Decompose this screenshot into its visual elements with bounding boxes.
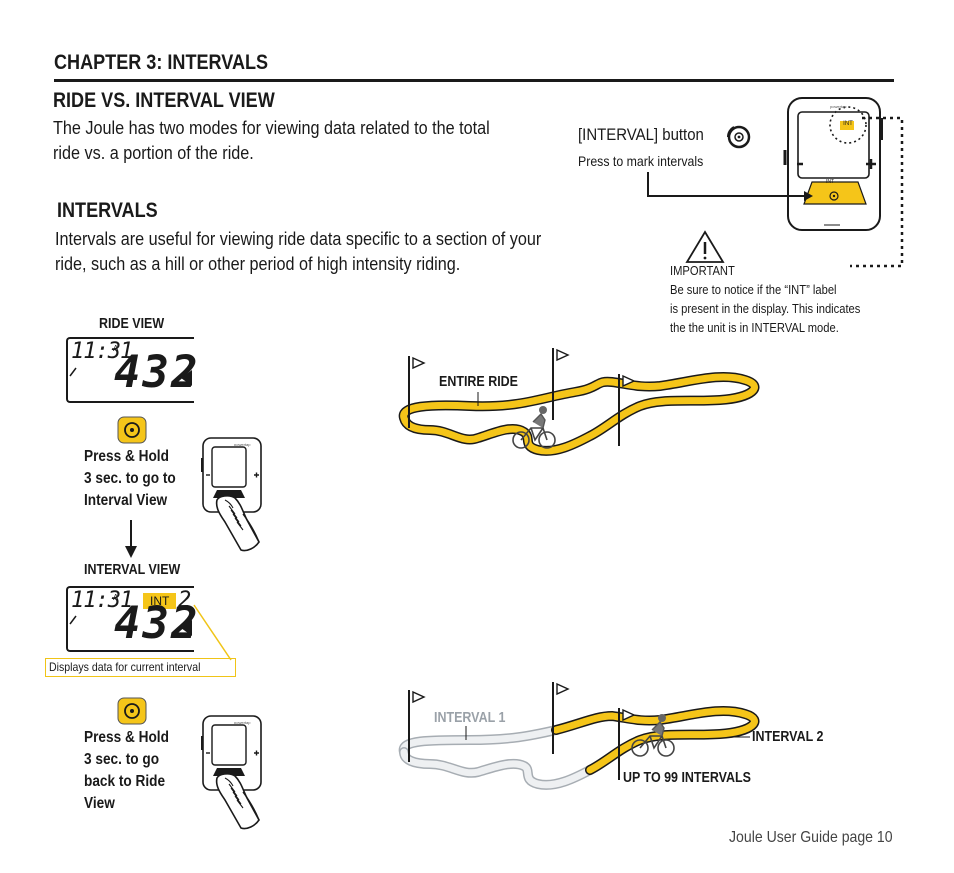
intro-paragraph: The Joule has two modes for viewing data… [53, 118, 490, 163]
interval-number: 2 [178, 588, 191, 613]
interval-key-icon [117, 697, 147, 725]
interval-1-label: INTERVAL 1 [434, 710, 506, 726]
device-int-label: INT [843, 121, 853, 127]
interval-view-display: 11:31 A INT 2 432 [66, 586, 197, 652]
intervals-map [398, 681, 760, 790]
ride-view-time-suffix: A [113, 344, 119, 353]
device-key-int-label: INT [826, 179, 835, 185]
interval-view-arrow-icon [181, 620, 192, 636]
device-brand: powertap [830, 104, 847, 109]
interval-2-label: INTERVAL 2 [752, 729, 824, 745]
device-illustration [647, 97, 904, 268]
interval-view-value: 432 [114, 598, 200, 649]
int-badge: INT [143, 593, 177, 609]
step-to-ride-view: Press & Hold 3 sec. to go back to Ride V… [84, 729, 169, 812]
header-rule [54, 79, 894, 82]
ride-view-time: 11:31 [71, 339, 133, 364]
interval-view-time-suffix: A [113, 593, 119, 602]
ride-view-value: 432 [114, 347, 200, 398]
device-press-icon [200, 715, 262, 830]
interval-button-sub: Press to mark intervals [578, 153, 704, 169]
up-to-99-label: UP TO 99 INTERVALS [623, 770, 751, 786]
page-footer: Joule User Guide page 10 [729, 829, 893, 846]
interval-button-label: [INTERVAL] button [578, 125, 704, 144]
chapter-title: CHAPTER 3: INTERVALS [54, 51, 269, 74]
interval-view-time: 11:31 [71, 588, 133, 613]
ride-view-display: 11:31 A 432 [66, 337, 197, 403]
step-to-interval-view: Press & Hold 3 sec. to go to Interval Vi… [84, 448, 176, 509]
entire-ride-map [398, 347, 760, 456]
interval-button-icon [726, 125, 751, 149]
entire-ride-label: ENTIRE RIDE [439, 374, 518, 390]
ride-view-label: RIDE VIEW [99, 316, 165, 332]
down-arrow-icon [125, 546, 137, 558]
intervals-title: INTERVALS [57, 199, 158, 222]
interval-view-label: INTERVAL VIEW [84, 562, 181, 578]
interval-view-caption: Displays data for current interval [45, 658, 236, 677]
interval-key-icon [117, 416, 147, 444]
section-title: RIDE VS. INTERVAL VIEW [53, 89, 275, 112]
ride-view-arrow-icon [181, 370, 192, 386]
device-press-icon [200, 437, 262, 552]
warning-icon [685, 230, 725, 263]
intervals-paragraph: Intervals are useful for viewing ride da… [55, 229, 542, 274]
important-note: IMPORTANT Be sure to notice if the “INT”… [670, 263, 861, 335]
